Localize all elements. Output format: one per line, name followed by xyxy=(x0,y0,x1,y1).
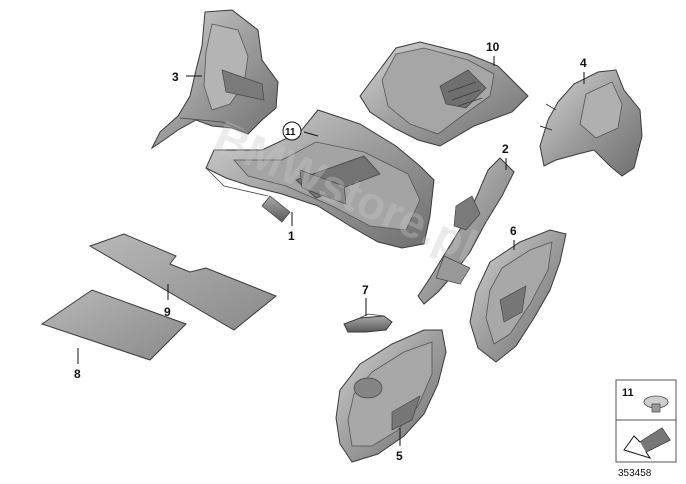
legend-box: 11 xyxy=(615,379,677,463)
part-8-floor-mat[interactable] xyxy=(40,289,187,361)
part-10-trunk-floor-cover[interactable] xyxy=(359,41,529,147)
callout-9: 9 xyxy=(164,305,171,319)
legend-label: 11 xyxy=(622,387,634,399)
callout-5: 5 xyxy=(396,449,403,463)
part-1-trunk-floor-tray[interactable] xyxy=(205,109,435,249)
callouts: 3 10 4 11 2 1 6 7 9 8 5 xyxy=(74,40,587,463)
callout-11-circle xyxy=(282,121,302,141)
callout-11: 11 xyxy=(285,127,296,138)
part-4-rear-bracket-trim[interactable] xyxy=(539,69,643,177)
callout-1: 1 xyxy=(288,229,295,243)
clip-rivet-icon xyxy=(643,395,669,413)
callout-8: 8 xyxy=(74,367,81,381)
callout-6: 6 xyxy=(510,224,517,238)
callout-3: 3 xyxy=(172,70,179,84)
reference-number: 353458 xyxy=(618,468,652,479)
callout-7: 7 xyxy=(362,283,369,297)
forward-arrow-icon xyxy=(623,427,671,459)
part-3-wheel-arch-trim[interactable] xyxy=(150,9,279,150)
callout-2: 2 xyxy=(502,142,509,156)
callout-10: 10 xyxy=(486,40,500,54)
callout-4: 4 xyxy=(580,56,587,70)
part-5-lower-side-trim[interactable] xyxy=(335,329,447,463)
part-7-mounting-bracket[interactable] xyxy=(343,313,393,333)
leader-lines xyxy=(77,56,585,446)
part-2-side-bracket[interactable] xyxy=(417,157,515,305)
part-9-insulation-mat[interactable] xyxy=(88,233,277,331)
part-6-side-wall-trim[interactable] xyxy=(469,229,567,363)
